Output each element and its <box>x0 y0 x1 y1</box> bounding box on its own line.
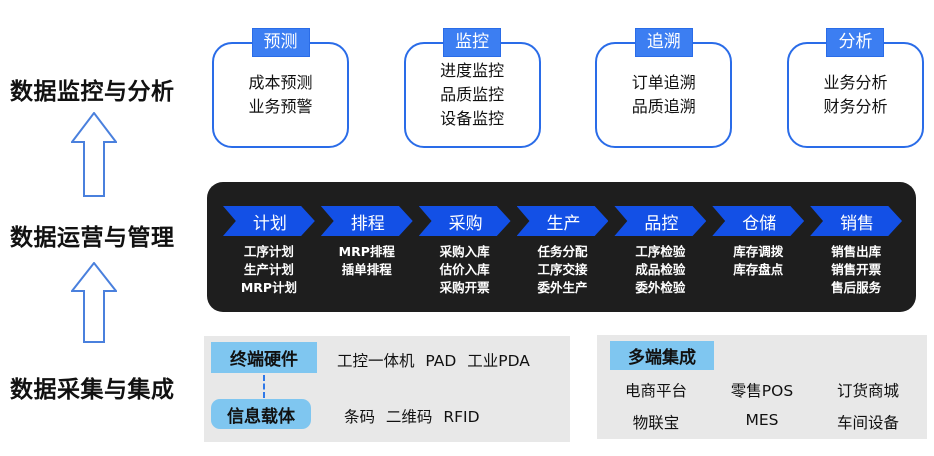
dashed-connector <box>263 375 265 398</box>
stage-chevron: 排程 <box>320 206 413 236</box>
analysis-card: 追溯订单追溯品质追溯 <box>595 28 733 150</box>
stage-item: 工序计划 <box>243 244 294 259</box>
card-item: 业务预警 <box>248 97 313 116</box>
stage-chevron: 销售 <box>810 206 903 236</box>
carrier-items: 条码 二维码 RFID <box>344 408 480 426</box>
stage-chevron: 品控 <box>614 206 707 236</box>
stage-item: 委外生产 <box>537 280 588 295</box>
integration-item: 零售POS <box>730 382 794 400</box>
integration-tag: 多端集成 <box>610 341 714 370</box>
stage-chevron: 计划 <box>223 206 315 236</box>
card-item: 成本预测 <box>248 73 313 92</box>
stage-chevron: 生产 <box>516 206 609 236</box>
up-arrow-icon <box>71 112 117 197</box>
stage-item: 采购开票 <box>439 280 490 295</box>
stage-item-list: 工序检验成品检验委外检验 <box>635 243 685 297</box>
integration-item: MES <box>745 411 779 429</box>
process-stage: 仓储库存调拨库存盘点 <box>712 206 805 312</box>
layer-label-monitoring: 数据监控与分析 <box>10 79 175 105</box>
hardware-tag: 终端硬件 <box>211 342 317 373</box>
card-tab: 分析 <box>826 28 885 57</box>
stage-item: 生产计划 <box>243 262 294 277</box>
integration-item: 物联宝 <box>632 414 680 432</box>
card-item: 业务分析 <box>823 73 888 92</box>
stage-item: 任务分配 <box>537 244 588 259</box>
integration-grid: 电商平台 零售POS 订货商城 物联宝 MES 车间设备 <box>603 379 921 433</box>
stage-item: 工序交接 <box>537 262 588 277</box>
stage-item-list: 任务分配工序交接委外生产 <box>538 243 588 297</box>
integration-item: 电商平台 <box>624 382 687 400</box>
stage-item: MRP计划 <box>240 280 298 295</box>
integration-item: 车间设备 <box>836 414 899 432</box>
stage-item: 库存盘点 <box>733 262 784 277</box>
card-item: 设备监控 <box>440 109 505 128</box>
card-body: 订单追溯品质追溯 <box>595 42 733 148</box>
analysis-card: 监控进度监控品质监控设备监控 <box>403 28 541 150</box>
stage-item-list: 销售出库销售开票售后服务 <box>831 243 881 297</box>
card-item: 品质追溯 <box>631 97 696 116</box>
stage-item-list: 采购入库估价入库采购开票 <box>440 243 490 297</box>
card-item: 财务分析 <box>823 97 888 116</box>
stage-item: 销售出库 <box>831 244 882 259</box>
card-item: 订单追溯 <box>631 73 696 92</box>
stage-item-list: 工序计划生产计划 MRP计划 <box>241 243 297 297</box>
card-body: 成本预测业务预警 <box>212 42 349 148</box>
analysis-cards-row: 预测成本预测业务预警监控进度监控品质监控设备监控追溯订单追溯品质追溯分析业务分析… <box>212 28 924 150</box>
integration-panel: 多端集成 电商平台 零售POS 订货商城 物联宝 MES 车间设备 <box>597 335 927 439</box>
stage-item: 售后服务 <box>831 280 882 295</box>
stage-item: 库存调拨 <box>733 244 784 259</box>
analysis-card: 分析业务分析财务分析 <box>786 28 924 150</box>
stage-item: 工序检验 <box>635 244 686 259</box>
card-tab: 监控 <box>443 28 502 57</box>
card-item: 进度监控 <box>440 61 505 80</box>
stage-item: 销售开票 <box>831 262 882 277</box>
up-arrow-icon <box>71 262 117 343</box>
layer-label-operations: 数据运营与管理 <box>10 225 175 251</box>
hardware-devices: 工控一体机 PAD 工业PDA <box>337 352 530 370</box>
card-body: 进度监控品质监控设备监控 <box>403 42 541 148</box>
stage-chevron: 采购 <box>418 206 511 236</box>
layer-label-collection: 数据采集与集成 <box>10 377 175 403</box>
process-stage: 销售销售出库销售开票售后服务 <box>810 206 903 312</box>
integration-item: 订货商城 <box>836 382 899 400</box>
hardware-panel: 终端硬件 工控一体机 PAD 工业PDA 信息载体 条码 二维码 RFID <box>204 336 570 442</box>
analysis-card: 预测成本预测业务预警 <box>212 28 349 150</box>
stage-item: 插单排程 <box>341 262 392 277</box>
process-stage: 排程 MRP排程插单排程 <box>320 206 413 312</box>
stage-item: 成品检验 <box>635 262 686 277</box>
stage-item: 委外检验 <box>635 280 686 295</box>
process-stage: 采购采购入库估价入库采购开票 <box>418 206 511 312</box>
process-stage: 计划工序计划生产计划 MRP计划 <box>223 206 315 312</box>
stage-item: 估价入库 <box>439 262 490 277</box>
stage-item: 采购入库 <box>439 244 490 259</box>
card-item: 品质监控 <box>440 85 505 104</box>
stage-item-list: 库存调拨库存盘点 <box>733 243 783 279</box>
stage-chevron: 仓储 <box>712 206 805 236</box>
card-tab: 追溯 <box>634 28 693 57</box>
process-stage: 品控工序检验成品检验委外检验 <box>614 206 707 312</box>
info-carrier-tag: 信息载体 <box>211 399 311 429</box>
card-body: 业务分析财务分析 <box>786 42 924 148</box>
stage-item: MRP排程 <box>338 244 395 259</box>
stage-item-list: MRP排程插单排程 <box>339 243 395 279</box>
card-tab: 预测 <box>251 28 310 57</box>
process-stage: 生产任务分配工序交接委外生产 <box>516 206 609 312</box>
